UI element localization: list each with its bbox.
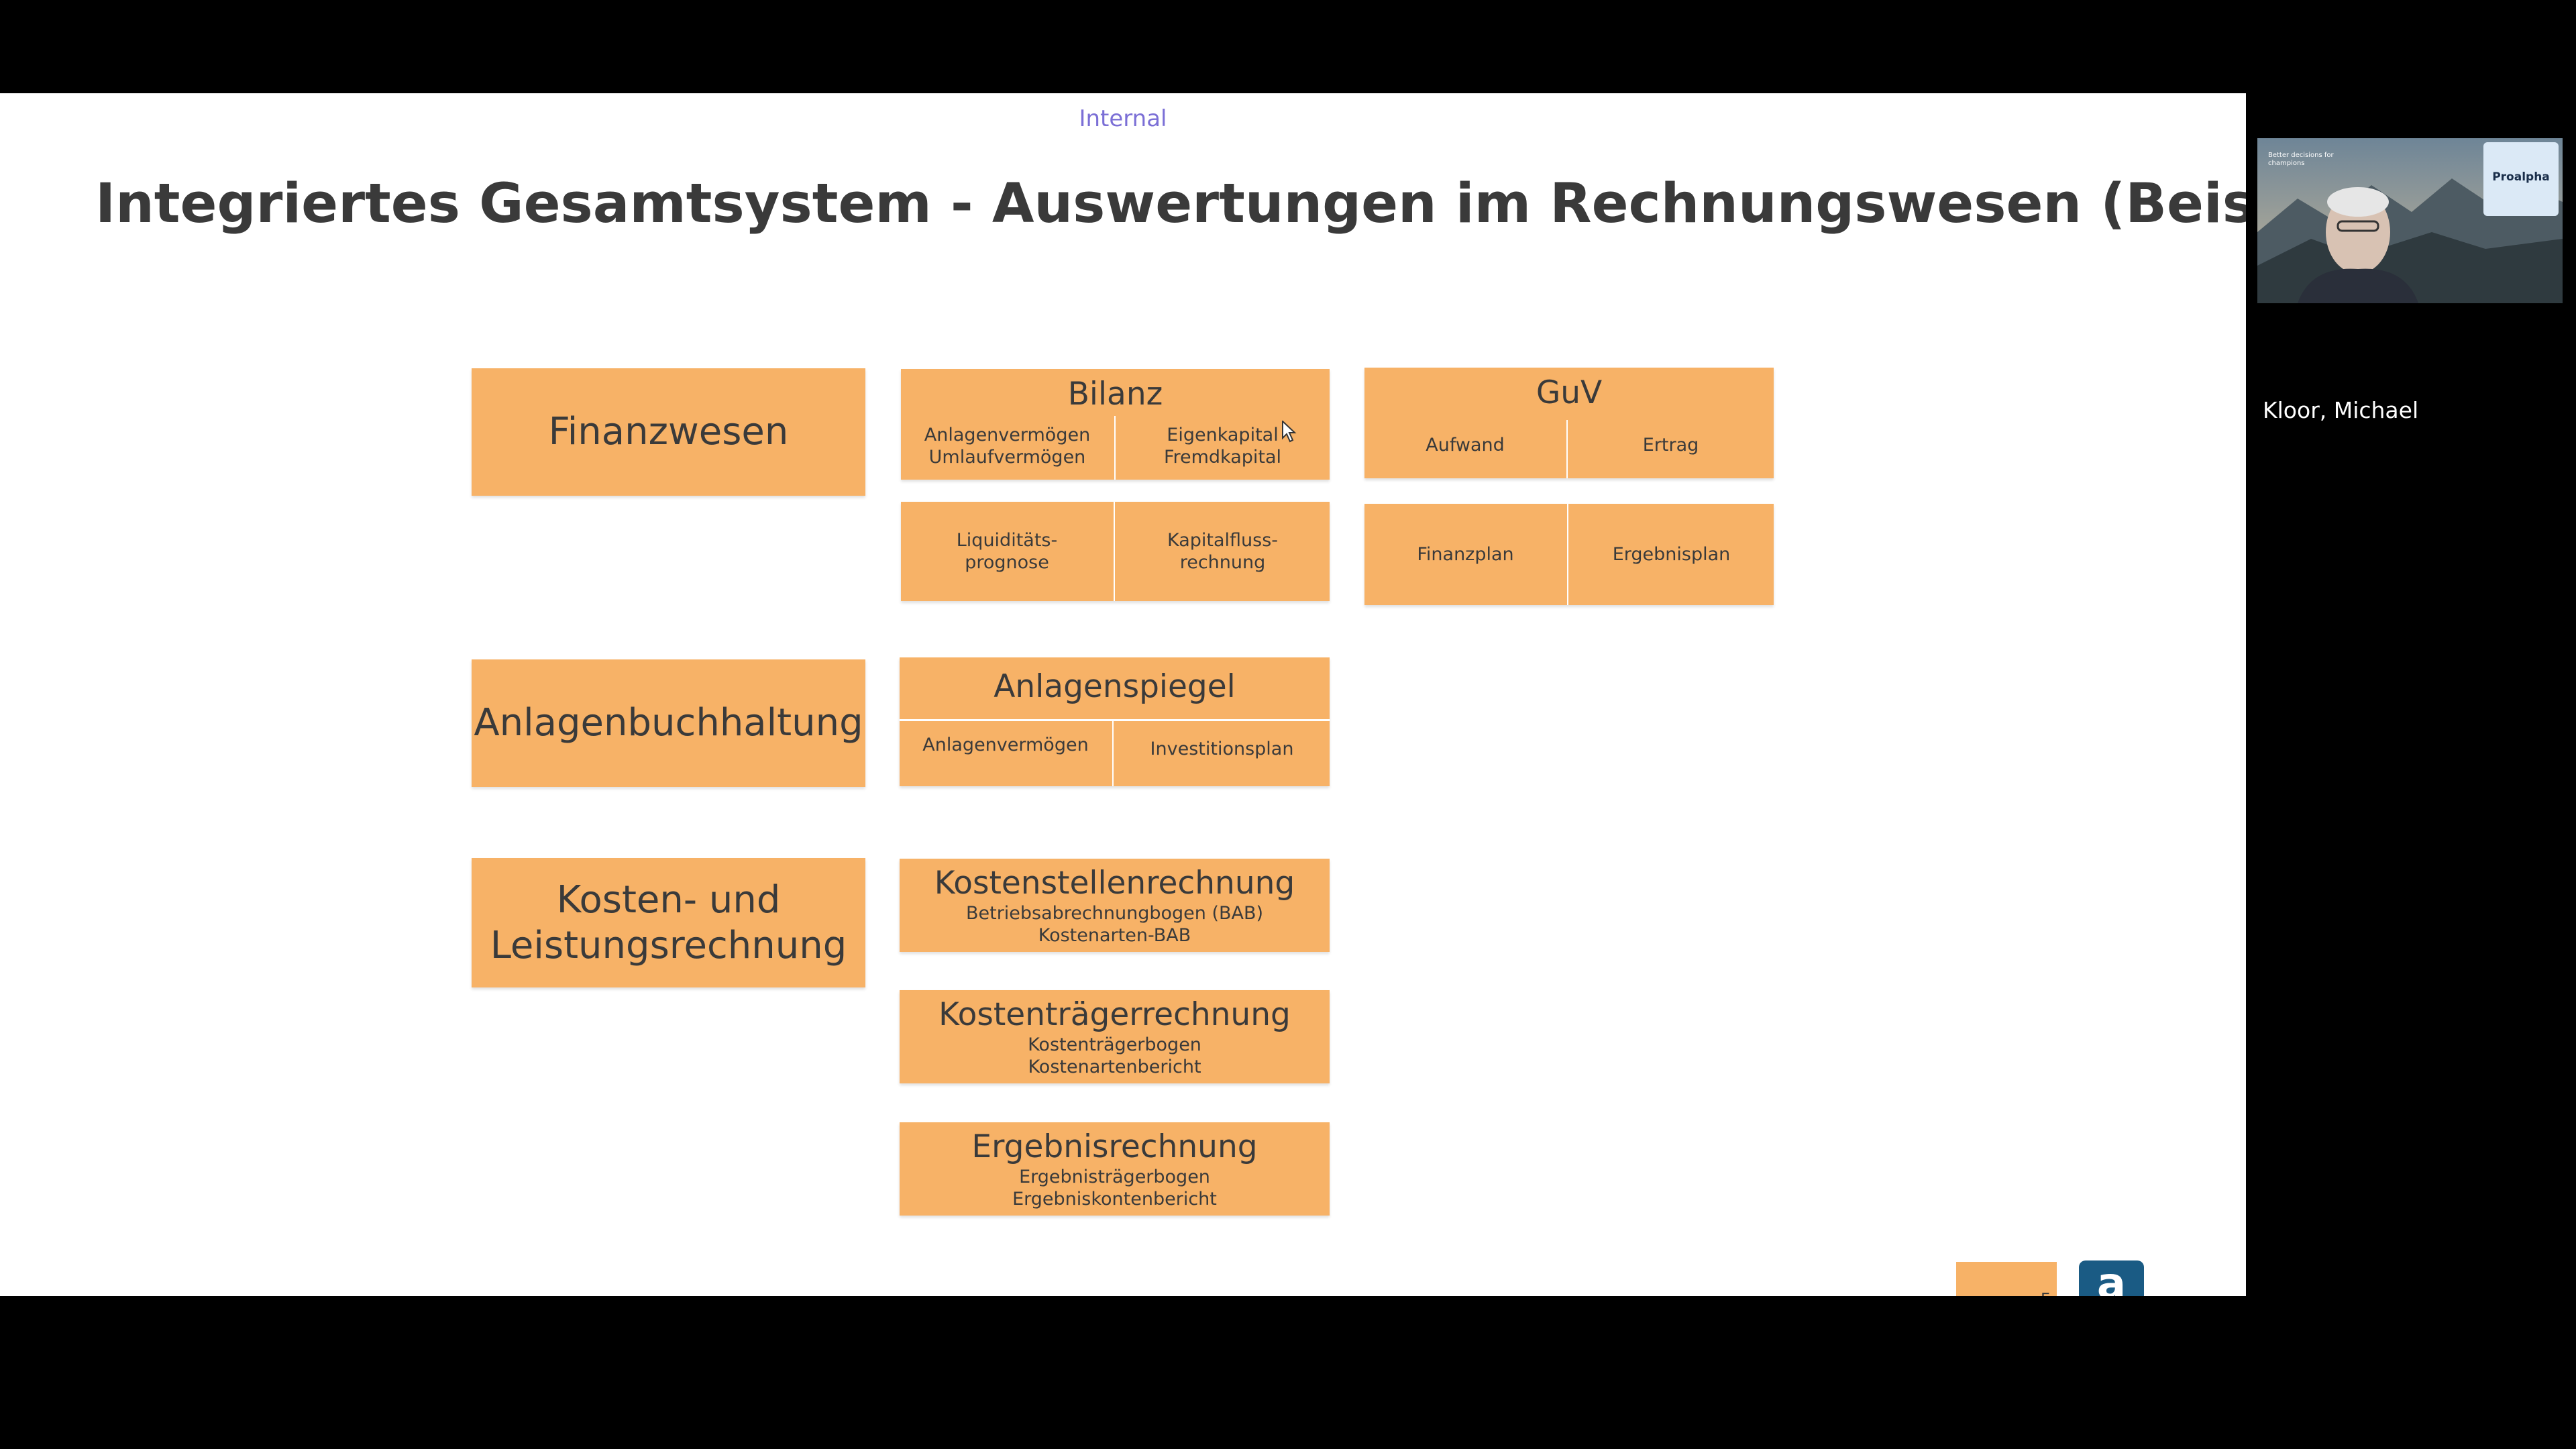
ergebnisrechnung-box: Ergebnisrechnung Ergebnisträgerbogen Erg… <box>900 1122 1330 1216</box>
bilanz-passiva-line1: Eigenkapital <box>1167 425 1279 445</box>
proalpha-brand-tile: Proalpha <box>2483 142 2559 216</box>
category-kosten-leistungsrechnung: Kosten- und Leistungsrechnung <box>472 858 865 987</box>
ergebnis-line1: Ergebnisträgerbogen <box>1019 1166 1210 1187</box>
bilanz-divider <box>1114 416 1116 480</box>
guv-divider <box>1566 420 1568 478</box>
kostenstellen-line2: Kostenarten-BAB <box>1038 924 1191 946</box>
finanzplan-ergebnisplan-box: Finanzplan Ergebnisplan <box>1364 504 1774 605</box>
liquiditaet-kapitalfluss-box: Liquiditäts- prognose Kapitalfluss- rech… <box>901 502 1330 601</box>
proalpha-logo-icon: a <box>2079 1260 2144 1296</box>
bilanz-header: Bilanz <box>1067 376 1163 413</box>
mouse-cursor-icon <box>1282 419 1297 443</box>
bilanz-box: Bilanz Anlagenvermögen Umlaufvermögen Ei… <box>901 369 1330 480</box>
kostenstellenrechnung-box: Kostenstellenrechnung Betriebsabrechnung… <box>900 859 1330 952</box>
kostentraeger-line1: Kostenträgerbogen <box>1028 1034 1201 1055</box>
participant-name: Kloor, Michael <box>2263 397 2419 423</box>
video-caption: Better decisions for champions <box>2268 152 2334 167</box>
finanzplan-divider <box>1567 504 1568 605</box>
anlagenspiegel-header: Anlagenspiegel <box>994 668 1236 705</box>
kapitalfluss-line1: Kapitalfluss- <box>1167 530 1279 551</box>
category-kosten-line1: Kosten- und <box>556 877 781 922</box>
liquiditaet-line1: Liquiditäts- <box>956 530 1058 551</box>
kostentraeger-header: Kostenträgerrechnung <box>938 996 1291 1033</box>
finanzplan: Finanzplan <box>1417 544 1514 565</box>
kapitalflussrechnung: Kapitalfluss- rechnung <box>1116 502 1330 601</box>
bilanz-passiva: Eigenkapital Fremdkapital <box>1116 421 1330 471</box>
kostentraegerrechnung-box: Kostenträgerrechnung Kostenträgerbogen K… <box>900 990 1330 1083</box>
anlagenspiegel-vdivider <box>1112 721 1114 786</box>
anlagenspiegel-investitionsplan: Investitionsplan <box>1150 738 1294 759</box>
guv-ertrag: Ertrag <box>1642 434 1699 455</box>
guv-box: GuV Aufwand Ertrag <box>1364 368 1774 478</box>
slide-title: Integriertes Gesamtsystem - Auswertungen… <box>95 172 2246 235</box>
page-number: 5 <box>1956 1262 2057 1296</box>
ergebnisplan: Ergebnisplan <box>1612 544 1731 565</box>
bilanz-passiva-line2: Fremdkapital <box>1163 447 1282 468</box>
anlagenspiegel-box: Anlagenspiegel Anlagenvermögen Investiti… <box>900 657 1330 786</box>
category-finanzwesen: Finanzwesen <box>472 368 865 496</box>
anlagenspiegel-anlagenvermoegen: Anlagenvermögen <box>922 734 1089 755</box>
classification-label: Internal <box>1079 105 1167 132</box>
category-kosten-line2: Leistungsrechnung <box>490 923 847 967</box>
kapitalfluss-line2: rechnung <box>1179 552 1266 573</box>
anlagenspiegel-hdivider <box>900 719 1330 721</box>
guv-aufwand: Aufwand <box>1426 434 1505 455</box>
liquiditaet-line2: prognose <box>965 552 1049 573</box>
liquiditaetsprognose: Liquiditäts- prognose <box>901 502 1113 601</box>
ergebnis-header: Ergebnisrechnung <box>971 1128 1258 1165</box>
kostentraeger-line2: Kostenartenbericht <box>1028 1056 1201 1077</box>
bilanz-aktiva-line2: Umlaufvermögen <box>928 447 1086 468</box>
kostenstellen-header: Kostenstellenrechnung <box>934 864 1295 902</box>
proalpha-brand-label: Proalpha <box>2492 170 2550 184</box>
bilanz-aktiva: Anlagenvermögen Umlaufvermögen <box>901 421 1114 471</box>
category-anlagenbuchhaltung-label: Anlagenbuchhaltung <box>474 701 863 745</box>
kostenstellen-line1: Betriebsabrechnungbogen (BAB) <box>965 902 1264 924</box>
category-anlagenbuchhaltung: Anlagenbuchhaltung <box>472 659 865 787</box>
participant-video[interactable]: Better decisions for champions Proalpha <box>2257 138 2563 303</box>
bilanz-aktiva-line1: Anlagenvermögen <box>924 425 1091 445</box>
guv-header: GuV <box>1536 374 1603 411</box>
ergebnis-line2: Ergebniskontenbericht <box>1012 1188 1217 1210</box>
liquiditaet-divider <box>1114 502 1115 601</box>
presentation-slide: Internal Integriertes Gesamtsystem - Aus… <box>0 93 2246 1296</box>
category-finanzwesen-label: Finanzwesen <box>548 410 789 453</box>
